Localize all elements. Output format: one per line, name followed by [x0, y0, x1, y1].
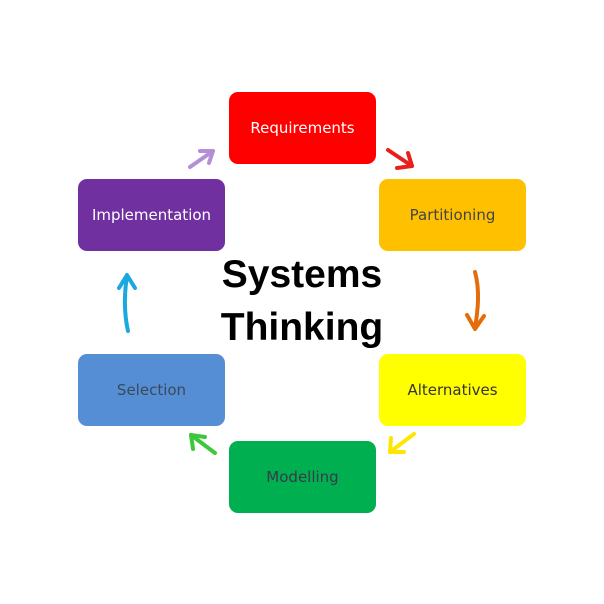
node-requirements: Requirements — [229, 92, 376, 164]
node-partitioning: Partitioning — [379, 179, 526, 251]
node-alternatives-label: Alternatives — [407, 381, 498, 399]
node-selection: Selection — [78, 354, 225, 426]
node-implementation: Implementation — [78, 179, 225, 251]
title-line-1: Systems — [221, 253, 383, 296]
arrow-selection-to-implementation — [117, 273, 137, 333]
arrow-partitioning-to-alternatives — [465, 270, 486, 331]
node-modelling: Modelling — [229, 441, 376, 513]
node-alternatives: Alternatives — [379, 354, 526, 426]
node-partitioning-label: Partitioning — [409, 206, 496, 224]
arrow-modelling-to-selection — [189, 433, 217, 455]
node-requirements-label: Requirements — [250, 119, 355, 137]
title-line-2: Thinking — [220, 306, 384, 349]
arrow-alternatives-to-modelling — [388, 432, 416, 454]
node-implementation-label: Implementation — [91, 206, 212, 224]
node-selection-label: Selection — [116, 381, 187, 399]
node-modelling-label: Modelling — [266, 468, 339, 486]
arrow-requirements-to-partitioning — [386, 148, 414, 170]
arrow-implementation-to-requirements — [188, 149, 215, 169]
